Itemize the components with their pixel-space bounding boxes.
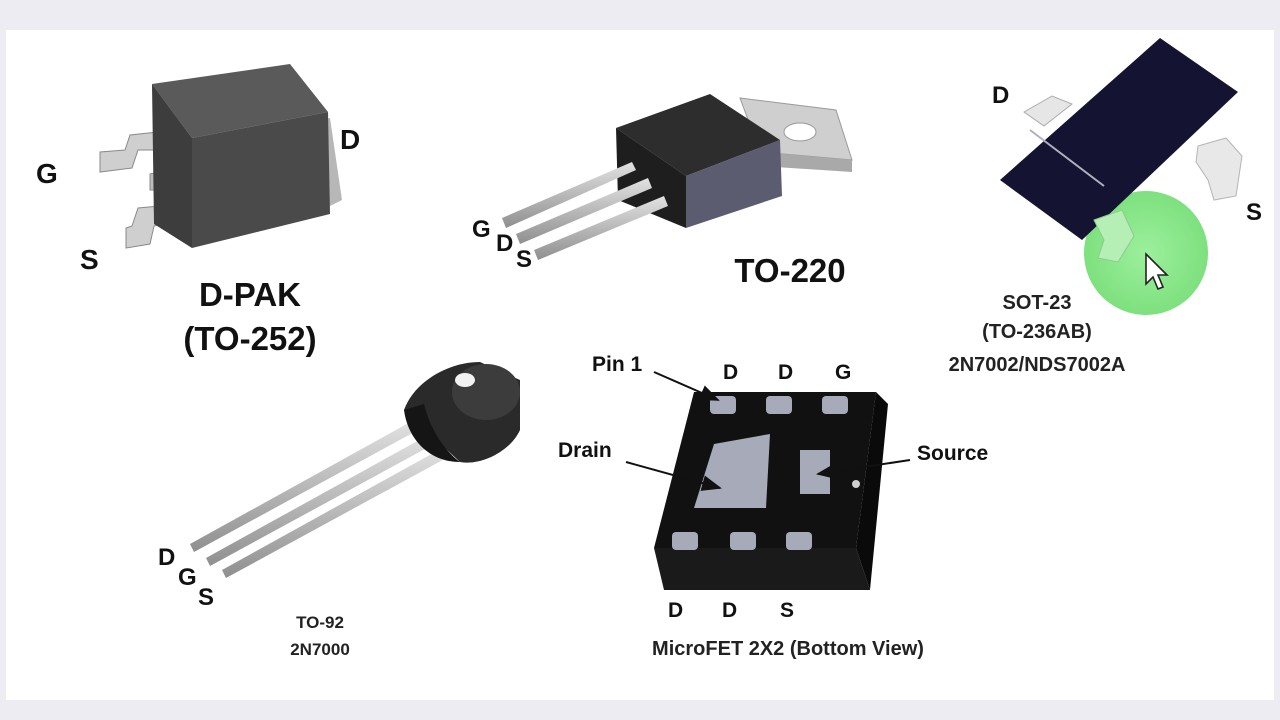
- microfet-top-pin-2: D: [778, 361, 794, 384]
- arrow-cursor-icon: [1145, 252, 1169, 291]
- microfet-bottom-pin-3: S: [780, 599, 795, 622]
- to92-gate-label: G: [178, 564, 197, 591]
- sot23-title: SOT-23: [1002, 292, 1072, 314]
- microfet-pin1-callout: Pin 1: [592, 353, 643, 376]
- sot23-source-label: S: [1246, 199, 1263, 226]
- dpak-subtitle: (TO-252): [183, 320, 317, 357]
- to220-source-label: S: [516, 246, 533, 273]
- dpak-drain-label: D: [340, 124, 361, 155]
- sot23-part-number: 2N7002/NDS7002A: [948, 354, 1126, 376]
- to92-part-number: 2N7000: [290, 640, 350, 659]
- microfet-source-callout: Source: [917, 442, 989, 465]
- sot23-subtitle: (TO-236AB): [982, 321, 1092, 343]
- dpak-title: D-PAK: [198, 276, 302, 313]
- dpak-gate-label: G: [36, 158, 58, 189]
- sot23-package: [1000, 38, 1243, 315]
- microfet-title: MicroFET 2X2 (Bottom View): [652, 638, 924, 660]
- to220-drain-label: D: [496, 230, 514, 257]
- to220-gate-label: G: [472, 216, 491, 243]
- to220-package: [502, 94, 853, 260]
- to92-package: [190, 362, 520, 578]
- microfet-bottom-pin-1: D: [668, 599, 684, 622]
- microfet-top-pin-3: G: [835, 361, 852, 384]
- dpak-package: [99, 64, 342, 249]
- to92-title: TO-92: [296, 613, 344, 632]
- microfet-bottom-pin-2: D: [722, 599, 738, 622]
- to92-drain-label: D: [158, 544, 176, 571]
- dpak-source-label: S: [80, 244, 99, 275]
- to92-source-label: S: [198, 584, 215, 611]
- microfet-drain-callout: Drain: [558, 439, 612, 462]
- sot23-drain-label: D: [992, 82, 1010, 109]
- microfet-package: [625, 371, 911, 590]
- microfet-top-pin-1: D: [723, 361, 739, 384]
- to220-title: TO-220: [734, 252, 846, 289]
